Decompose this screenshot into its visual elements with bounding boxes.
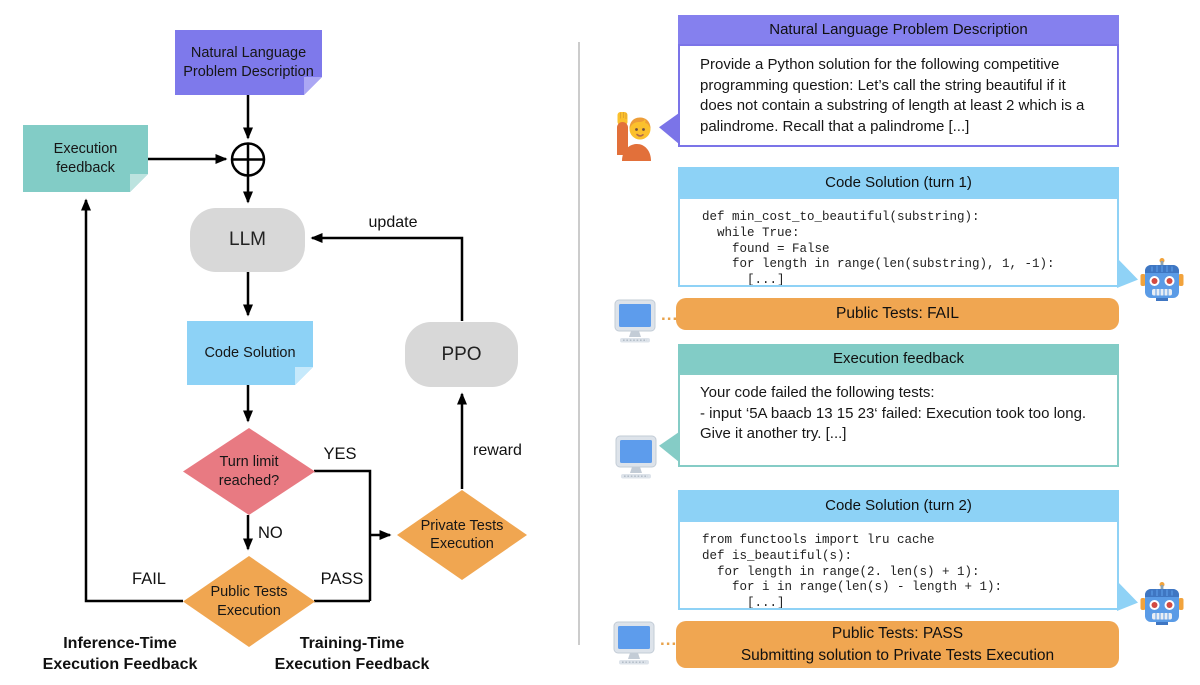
edge-label-pass: PASS xyxy=(320,570,364,588)
edge-label-update: update xyxy=(368,214,418,231)
status-text-line1: Public Tests: PASS xyxy=(831,624,964,642)
bubble-body: Provide a Python solution for the follow… xyxy=(678,44,1119,147)
bubble-tail xyxy=(1117,258,1138,288)
computer-icon xyxy=(615,435,657,479)
edge-label-no: NO xyxy=(258,524,283,542)
node-label: Public Tests Execution xyxy=(210,584,288,619)
bubble-body: Your code failed the following tests: - … xyxy=(678,373,1119,467)
status-bar-fail: Public Tests: FAIL xyxy=(676,298,1119,330)
bubble-header: Natural Language Problem Description xyxy=(678,15,1119,44)
bubble-tail xyxy=(1117,581,1138,611)
code-block: from functools import lru cache def is_b… xyxy=(678,520,1119,610)
caption-training-time: Training-Time Execution Feedback xyxy=(274,635,430,673)
computer-icon xyxy=(613,621,655,665)
ellipsis-dots: ... xyxy=(660,630,678,649)
node-label: Private Tests Execution xyxy=(420,517,504,552)
edge-label-yes: YES xyxy=(323,445,357,463)
node-label: Code Solution xyxy=(204,344,296,361)
merge-plus-circle xyxy=(230,142,266,177)
ellipsis-dots: ... xyxy=(661,305,679,324)
node-label: LLM xyxy=(229,229,266,250)
node-natural-language-problem-description: Natural Language Problem Description xyxy=(175,30,322,95)
node-label: Natural Language Problem Description xyxy=(183,44,314,80)
bubble-header: Code Solution (turn 2) xyxy=(678,490,1119,520)
node-label: PPO xyxy=(441,343,482,365)
panel-divider xyxy=(578,42,580,645)
bubble-code-solution-turn-2: Code Solution (turn 2) from functools im… xyxy=(678,490,1119,610)
code-block: def min_cost_to_beautiful(substring): wh… xyxy=(678,197,1119,287)
caption-inference-time: Inference-Time Execution Feedback xyxy=(42,635,198,673)
user-icon xyxy=(617,112,651,161)
robot-icon xyxy=(1140,258,1184,301)
node-code-solution: Code Solution xyxy=(187,321,313,385)
node-ppo: PPO xyxy=(405,322,518,387)
status-bar-pass: Public Tests: PASS Submitting solution t… xyxy=(676,621,1119,668)
node-execution-feedback: Execution feedback xyxy=(23,125,148,192)
node-label: Turn limit reached? xyxy=(218,454,280,489)
node-label: Execution feedback xyxy=(53,140,118,176)
status-text: Public Tests: FAIL xyxy=(836,305,959,322)
status-text-line2: Submitting solution to Private Tests Exe… xyxy=(740,646,1055,664)
bubble-problem-description: Natural Language Problem Description Pro… xyxy=(678,15,1119,147)
bubble-code-solution-turn-1: Code Solution (turn 1) def min_cost_to_b… xyxy=(678,167,1119,287)
edge-label-fail: FAIL xyxy=(132,570,166,588)
computer-icon xyxy=(614,299,656,343)
bubble-execution-feedback: Execution feedback Your code failed the … xyxy=(678,344,1119,467)
bubble-tail xyxy=(659,432,679,462)
robot-icon xyxy=(1140,582,1184,625)
bubble-tail xyxy=(659,113,679,144)
flowchart-connectors xyxy=(81,95,467,603)
node-llm: LLM xyxy=(190,208,305,272)
bubble-header: Execution feedback xyxy=(678,344,1119,373)
bubble-header: Code Solution (turn 1) xyxy=(678,167,1119,197)
edge-label-reward: reward xyxy=(473,442,522,459)
